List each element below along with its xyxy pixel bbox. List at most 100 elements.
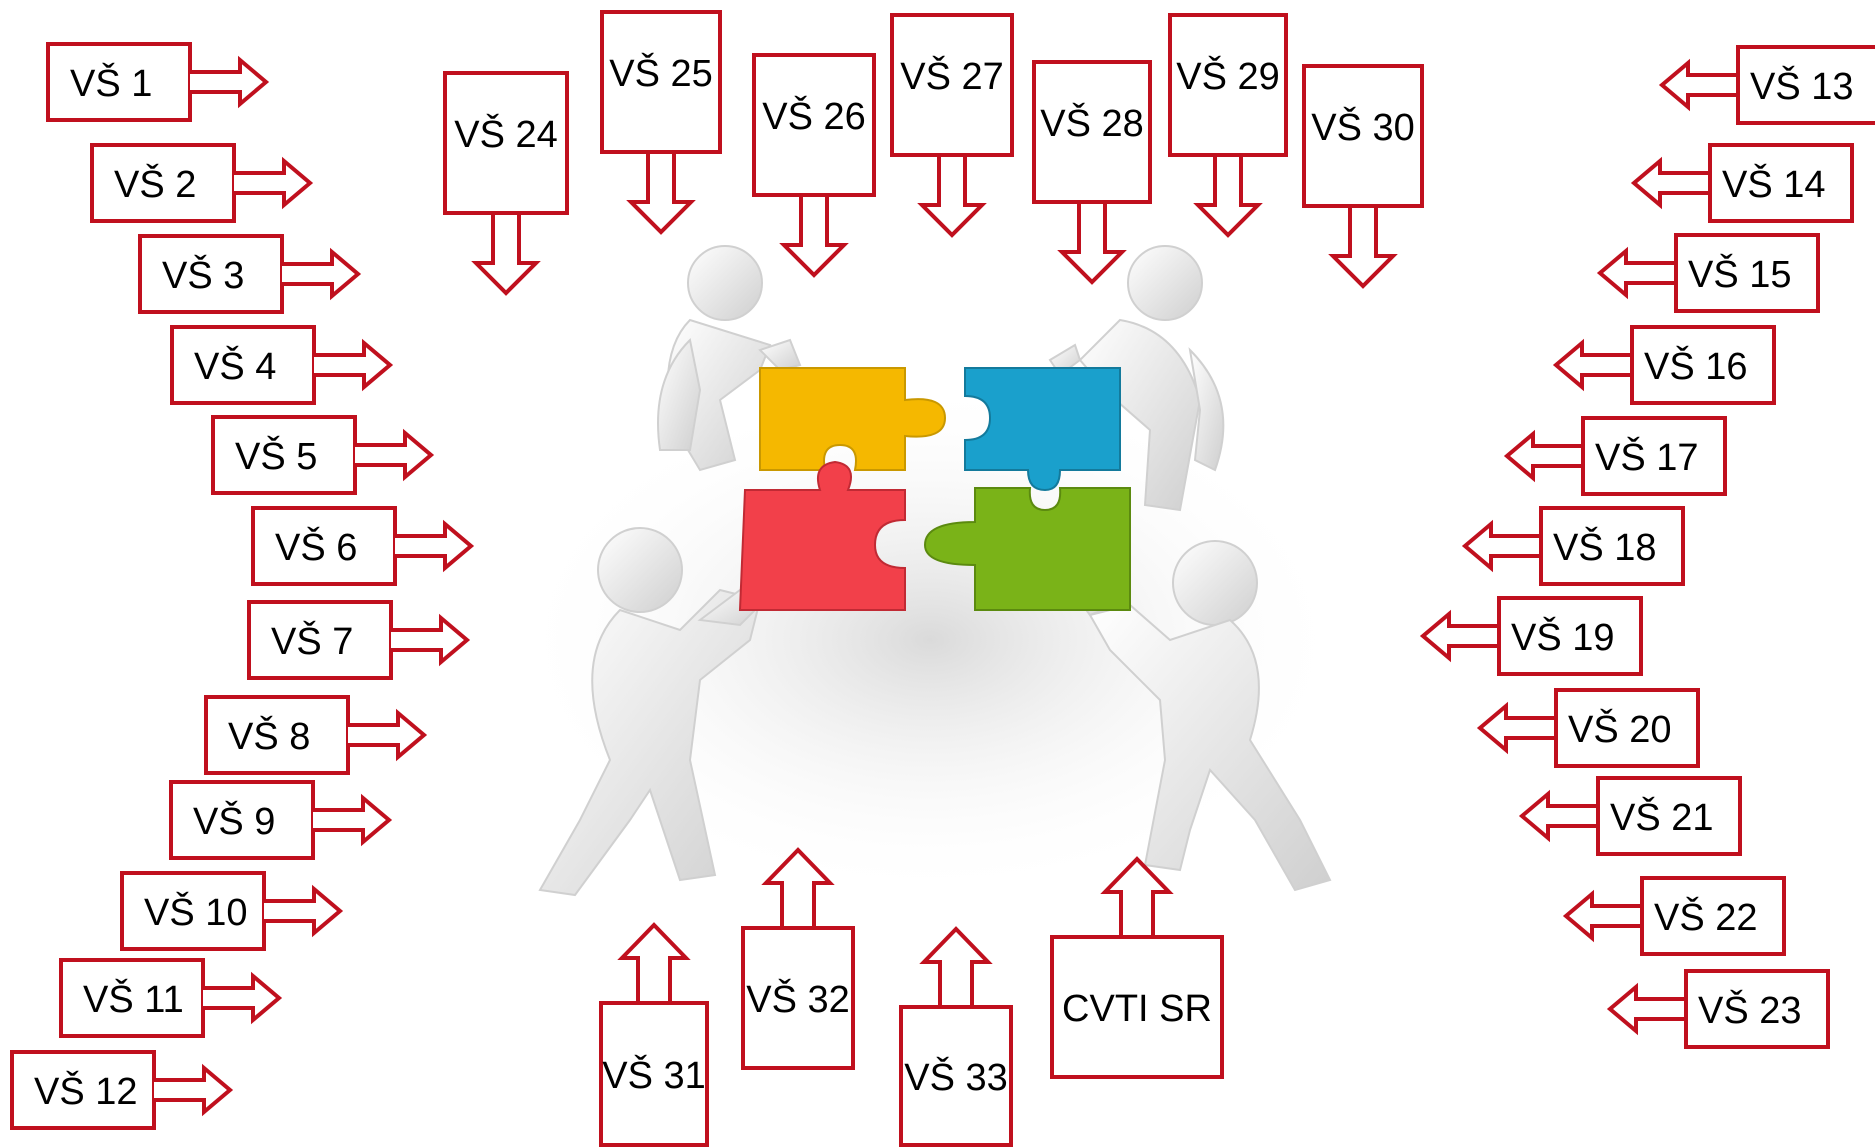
arrow-box-vs-14: VŠ 14 [1630,143,1854,223]
arrow-box-vs-29: VŠ 29 [1168,13,1288,238]
arrow-label: VŠ 30 [1311,105,1415,149]
arrow-down-icon [917,155,987,238]
arrow-label: VŠ 28 [1040,101,1144,145]
label-box [1539,506,1685,586]
label-box [1581,416,1727,496]
arrow-box-vs-33: VŠ 33 [899,926,1013,1147]
floor-shadow [510,380,1350,900]
arrow-box-vs-21: VŠ 21 [1518,776,1742,856]
arrow-box-vs-31: VŠ 31 [599,922,709,1147]
label-box [890,13,1014,157]
arrow-label: VŠ 25 [609,51,713,95]
arrow-right-icon [234,156,314,210]
arrow-box-vs-4: VŠ 4 [170,325,394,405]
arrow-right-icon [154,1063,234,1117]
arrow-label: VŠ 33 [904,1055,1008,1099]
figure-top-left [657,245,802,472]
people-assembling-puzzle-icon [510,245,1350,900]
figure-bottom-left [538,527,767,897]
arrow-label: VŠ 9 [193,799,275,843]
arrow-box-vs-26: VŠ 26 [752,53,876,278]
label-box [443,71,569,215]
arrow-right-icon [313,793,393,847]
arrow-left-icon [1606,982,1686,1036]
arrow-box-vs-23: VŠ 23 [1606,969,1830,1049]
label-box [138,234,284,314]
arrow-box-vs-11: VŠ 11 [59,958,283,1038]
arrow-label: VŠ 17 [1595,435,1699,479]
label-box [752,53,876,197]
arrow-label: VŠ 26 [762,94,866,138]
arrow-label: VŠ 18 [1553,525,1657,569]
arrow-down-icon [1057,202,1127,285]
arrow-label: VŠ 32 [746,977,850,1021]
arrow-box-vs-12: VŠ 12 [10,1050,234,1130]
label-box [169,780,315,860]
arrow-label: VŠ 7 [271,619,353,663]
arrow-label: VŠ 20 [1568,707,1672,751]
arrow-box-vs-18: VŠ 18 [1461,506,1685,586]
label-box [1596,776,1742,856]
label-box [1684,969,1830,1049]
puzzle-piece-green [923,487,1131,611]
label-box [1497,596,1643,676]
label-box [899,1005,1013,1147]
arrow-right-icon [264,884,344,938]
arrow-box-vs-1: VŠ 1 [46,42,270,122]
arrow-box-vs-7: VŠ 7 [247,600,471,680]
arrow-right-icon [391,613,471,667]
arrow-left-icon [1476,701,1556,755]
arrow-label: VŠ 22 [1654,895,1758,939]
arrow-box-vs-9: VŠ 9 [169,780,393,860]
arrow-label: VŠ 16 [1644,344,1748,388]
arrow-label: VŠ 21 [1610,795,1714,839]
label-box [1640,876,1786,956]
label-box [1736,45,1875,125]
label-box [59,958,205,1038]
arrow-down-icon [779,195,849,278]
label-box [204,695,350,775]
label-box [1674,233,1820,313]
arrow-up-icon [617,922,691,1003]
arrow-down-icon [626,152,696,235]
arrow-label: VŠ 4 [194,344,276,388]
label-box [46,42,192,122]
bottom-arrow-row: VŠ 31 VŠ 32 VŠ 33 CVTI SR [599,847,1224,1147]
arrow-box-vs-20: VŠ 20 [1476,688,1700,768]
arrow-box-vs-30: VŠ 30 [1302,64,1424,289]
arrow-label: VŠ 2 [114,162,196,206]
arrow-box-vs-22: VŠ 22 [1562,876,1786,956]
left-arrow-column: VŠ 1VŠ 2VŠ 3VŠ 4VŠ 5VŠ 6VŠ 7VŠ 8VŠ 9VŠ 1… [10,42,475,1130]
arrow-box-vs-25: VŠ 25 [600,10,722,235]
arrow-box-vs-19: VŠ 19 [1419,596,1643,676]
arrow-up-icon [761,847,835,928]
label-box [1050,935,1224,1079]
arrow-box-vs-27: VŠ 27 [890,13,1014,238]
label-box [1630,325,1776,405]
arrow-box-vs-3: VŠ 3 [138,234,362,314]
arrow-up-icon [919,926,993,1007]
arrow-label: CVTI SR [1062,988,1212,1030]
arrow-label: VŠ 31 [602,1053,706,1097]
arrow-label: VŠ 6 [275,525,357,569]
label-box [1302,64,1424,208]
figure-top-right [1048,245,1225,512]
arrow-label: VŠ 1 [70,61,152,105]
arrow-down-icon [1328,206,1398,289]
figure-bottom-right [1073,540,1332,892]
label-box [1554,688,1700,768]
top-arrow-row: VŠ 24 VŠ 25 VŠ 26 VŠ 27 VŠ 28 VŠ 29 VŠ 30 [443,10,1424,296]
puzzle-piece-blue [964,367,1121,492]
arrow-box-cvti-sr: CVTI SR [1050,856,1224,1079]
arrow-label: VŠ 24 [454,112,558,156]
arrow-right-icon [190,55,270,109]
arrow-up-icon [1100,856,1174,937]
arrow-right-icon [348,708,428,762]
arrow-box-vs-6: VŠ 6 [251,506,475,586]
arrow-box-vs-13: VŠ 13 [1658,45,1875,125]
label-box [1032,60,1152,204]
arrow-box-vs-28: VŠ 28 [1032,60,1152,285]
arrow-left-icon [1461,519,1541,573]
